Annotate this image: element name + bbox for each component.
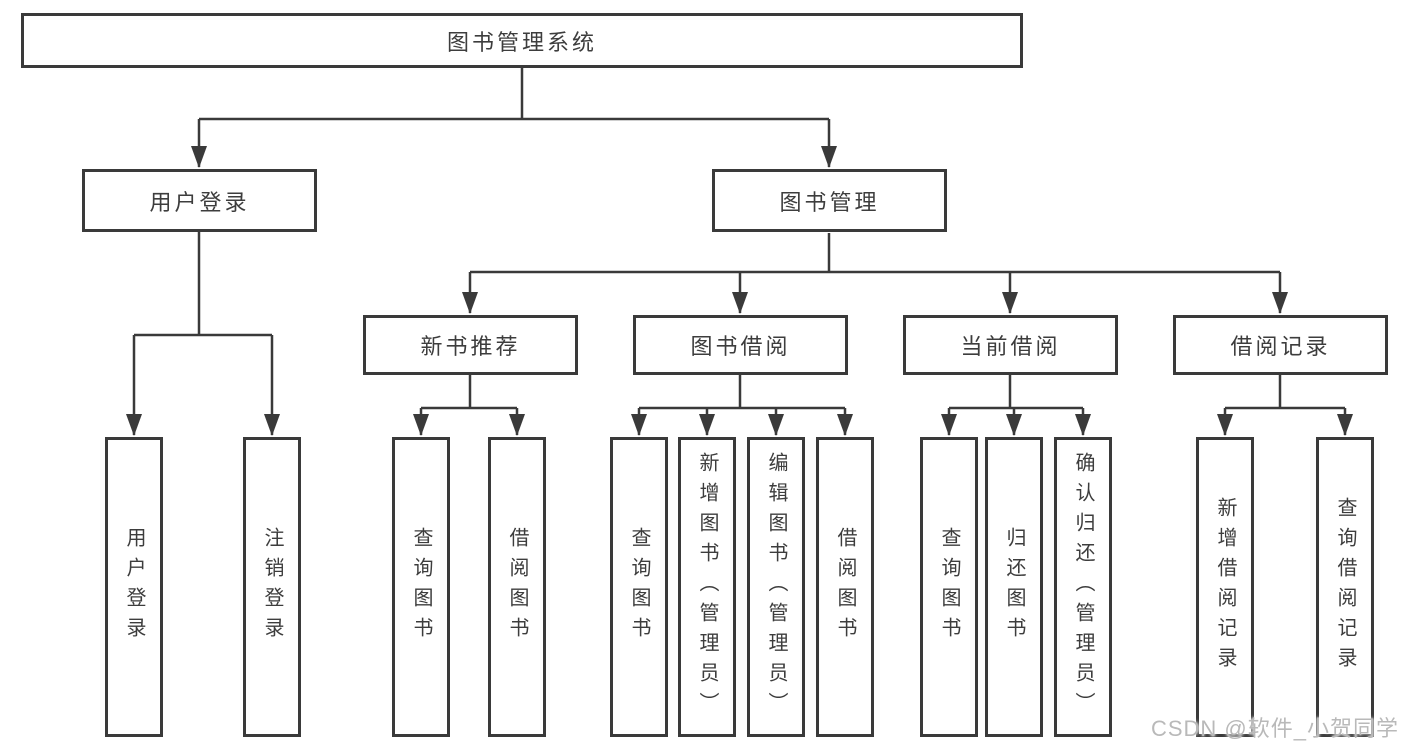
node-label: 图书借阅 [690,334,791,359]
leaf-br-query-record: 查询借阅记录 [1316,437,1374,737]
leaf-label: 确认归还（管理员） [1072,452,1094,722]
node-new-book-recommendation: 新书推荐 [363,315,578,375]
leaf-label: 查询借阅记录 [1334,497,1356,677]
leaf-rec-borrow-book: 借阅图书 [488,437,546,737]
leaf-cb-return-book: 归还图书 [985,437,1043,737]
leaf-label: 新增图书（管理员） [696,452,718,722]
leaf-bb-query-book: 查询图书 [610,437,668,737]
leaf-label: 编辑图书（管理员） [765,452,787,722]
leaf-bb-edit-book-admin: 编辑图书（管理员） [747,437,805,737]
leaf-cb-query-book: 查询图书 [920,437,978,737]
leaf-bb-borrow-book: 借阅图书 [816,437,874,737]
node-user-login: 用户登录 [82,169,317,232]
leaf-user-login: 用户登录 [105,437,163,737]
node-book-management: 图书管理 [712,169,947,232]
leaf-label: 注销登录 [261,527,283,647]
leaf-label: 借阅图书 [834,527,856,647]
node-borrowing-records: 借阅记录 [1173,315,1388,375]
node-label: 图书管理 [779,189,880,215]
node-label: 当前借阅 [960,334,1061,359]
leaf-label: 借阅图书 [506,527,528,647]
csdn-watermark: CSDN @软件_小贺同学 [1150,716,1399,741]
leaf-label: 新增借阅记录 [1214,497,1236,677]
node-current-borrowing: 当前借阅 [903,315,1118,375]
leaf-br-add-record: 新增借阅记录 [1196,437,1254,737]
leaf-label: 归还图书 [1003,527,1025,647]
leaf-logout: 注销登录 [243,437,301,737]
leaf-label: 查询图书 [628,527,650,647]
node-label: 图书管理系统 [446,29,597,55]
leaf-label: 用户登录 [123,527,145,647]
node-label: 借阅记录 [1230,334,1331,359]
node-label: 用户登录 [149,189,250,215]
leaf-label: 查询图书 [938,527,960,647]
leaf-cb-confirm-return-admin: 确认归还（管理员） [1054,437,1112,737]
node-label: 新书推荐 [420,334,521,359]
leaf-bb-add-book-admin: 新增图书（管理员） [678,437,736,737]
leaf-rec-query-book: 查询图书 [392,437,450,737]
node-library-management-system: 图书管理系统 [21,13,1023,68]
node-book-borrowing: 图书借阅 [633,315,848,375]
leaf-label: 查询图书 [410,527,432,647]
